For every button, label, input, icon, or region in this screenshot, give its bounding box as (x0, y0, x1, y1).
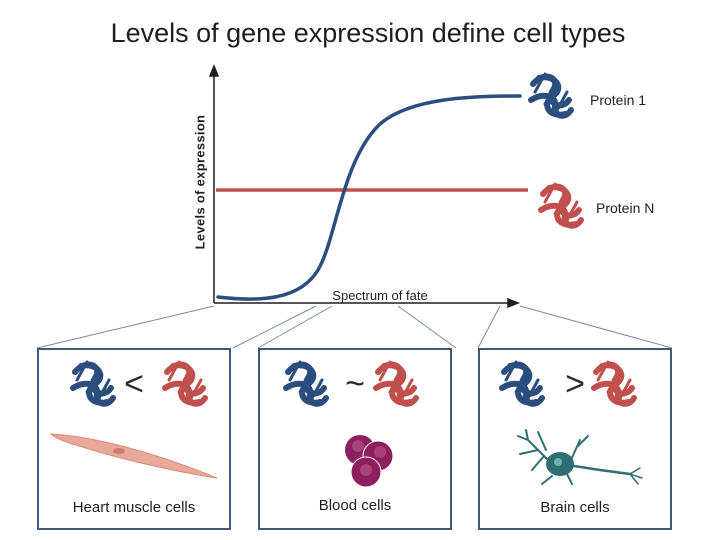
protein-1-label: Protein 1 (590, 92, 647, 108)
comparison-symbol: ~ (345, 365, 365, 403)
protein-1-curve (216, 94, 522, 301)
panel-brain: > Brain cells (478, 348, 672, 530)
panel-heart-graphics (49, 350, 218, 479)
x-axis (214, 297, 521, 309)
blood-cells-icon (345, 435, 394, 488)
panel-blood: ~ Blood cells (258, 348, 452, 530)
cell-type-label: Brain cells (540, 499, 610, 516)
cell-type-label: Blood cells (318, 497, 392, 514)
protein-n-label: Protein N (596, 200, 655, 216)
panel-blood-graphics (260, 350, 454, 488)
y-axis (208, 63, 220, 303)
y-axis-label: Levels of expression (192, 114, 208, 250)
protein-n-ribbon-icon (541, 184, 581, 226)
cell-type-label: Heart muscle cells (72, 499, 196, 516)
protein-1-ribbon-icon (531, 74, 571, 116)
panel-connectors (36, 305, 673, 349)
neuron-icon (517, 429, 643, 485)
panel-brain-graphics (480, 350, 643, 485)
page-title: Levels of gene expression define cell ty… (110, 18, 626, 48)
x-axis-label: Spectrum of fate (332, 288, 428, 303)
comparison-symbol: > (565, 365, 585, 403)
comparison-symbol: < (124, 365, 144, 403)
panel-heart-muscle: < Heart muscle cells (37, 348, 231, 530)
heart-muscle-cell-icon (49, 433, 218, 479)
